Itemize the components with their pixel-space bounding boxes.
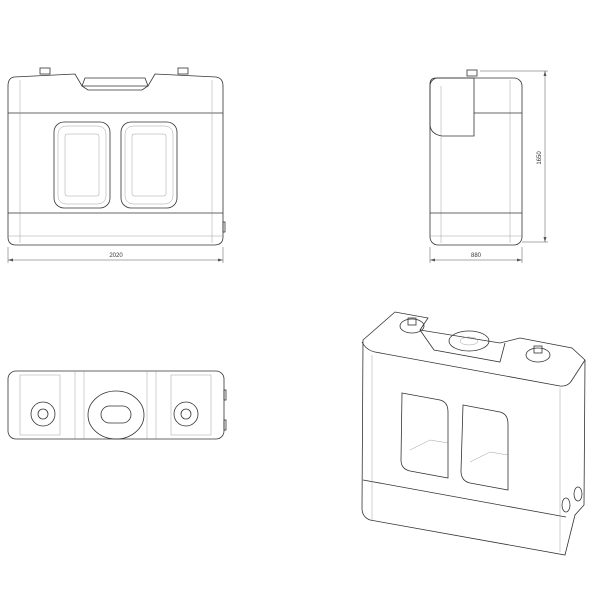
height-dimension: 1650 xyxy=(480,70,548,243)
width-dimension: 2020 xyxy=(7,247,224,263)
isometric-view xyxy=(361,311,586,556)
depth-dimension: 880 xyxy=(429,247,523,263)
width-label: 2020 xyxy=(109,253,123,259)
height-label: 1650 xyxy=(537,151,543,165)
cap-right xyxy=(177,67,189,75)
front-view xyxy=(7,67,226,246)
top-view xyxy=(7,370,227,440)
side-view xyxy=(429,69,523,246)
depth-label: 880 xyxy=(471,253,482,259)
cap-left xyxy=(39,67,51,75)
